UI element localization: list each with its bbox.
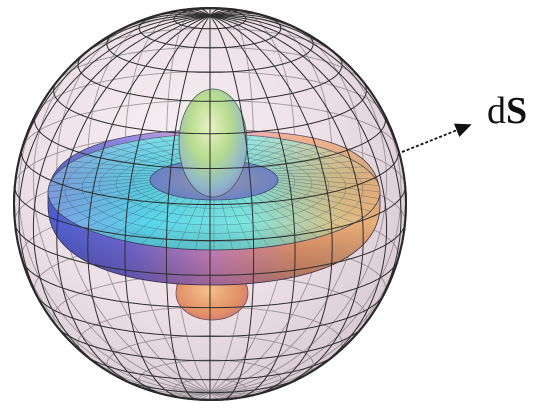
label-prefix: d xyxy=(487,90,506,132)
surface-element-label: dS xyxy=(487,92,527,130)
dashed-arrow xyxy=(401,123,472,153)
upper-lobe xyxy=(178,88,248,198)
sphere-outline xyxy=(13,7,407,401)
label-vector-symbol: S xyxy=(506,90,528,132)
